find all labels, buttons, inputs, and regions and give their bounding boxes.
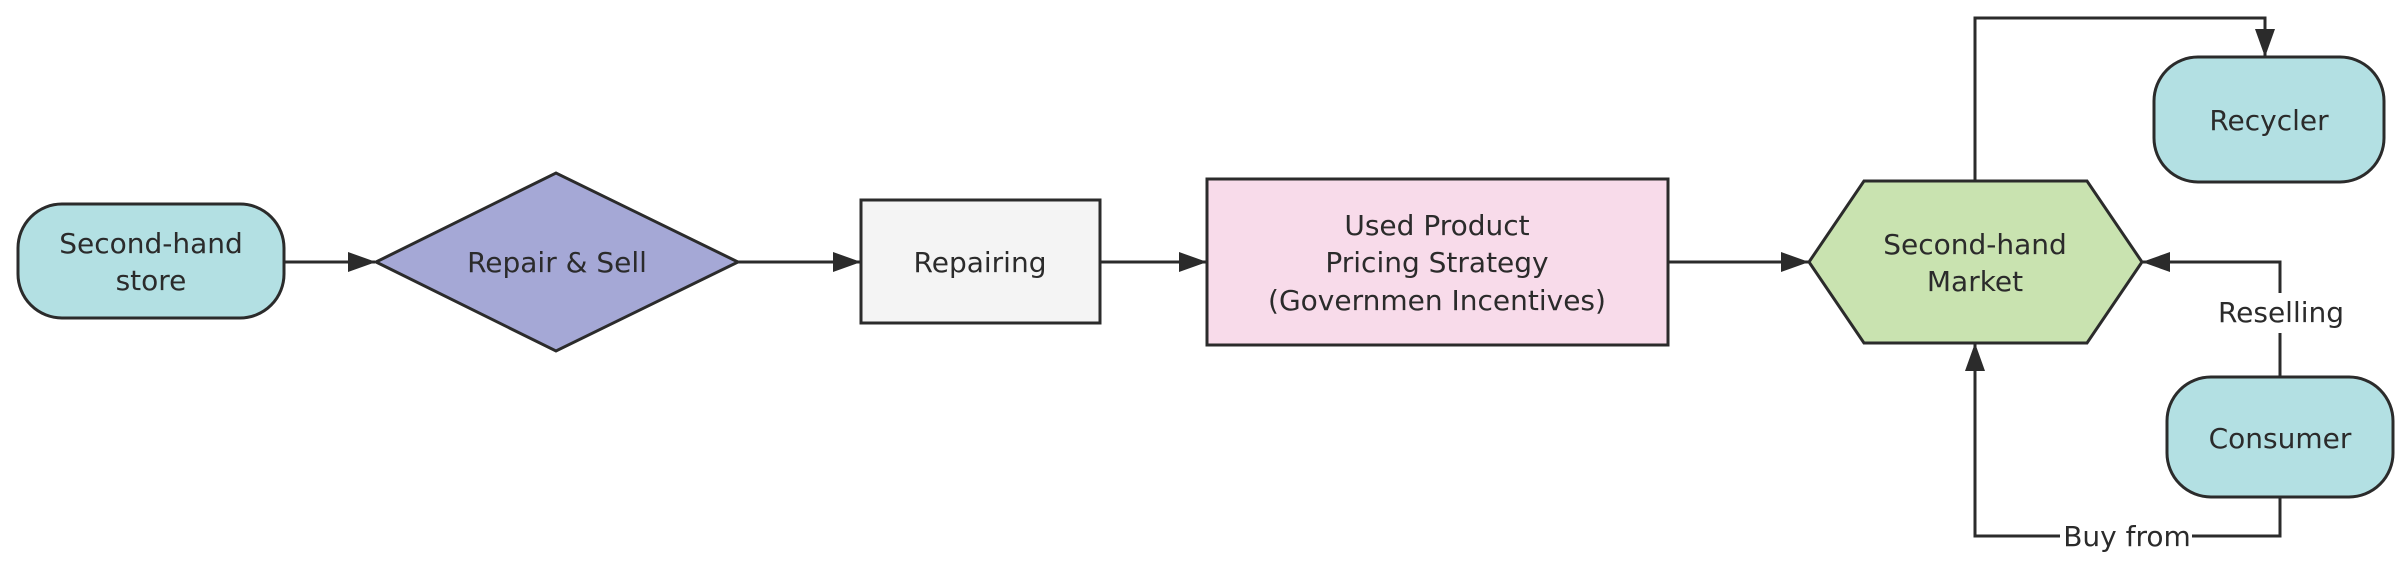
node-consumer: Consumer [2165,375,2395,499]
repair-and-sell-label: Repair & Sell [467,246,647,279]
second-hand-store-label-line2: store [116,264,187,297]
edge-consumer-reselling-to-market [2142,252,2282,376]
edge-market-to-recycler [1973,16,2275,180]
node-second-hand-store: Second-hand store [16,202,286,320]
second-hand-store-label-line1: Second-hand [59,227,243,260]
consumer-shape [2165,375,2395,499]
node-repair-and-sell: Repair & Sell [372,171,742,353]
node-pricing-strategy: Used Product Pricing Strategy (Governmen… [1205,177,1670,347]
reselling-label-bg [2210,293,2352,333]
pricing-strategy-label-line1: Used Product [1344,209,1529,242]
buy-from-label-bg [2060,518,2192,556]
repairing-shape [859,198,1102,325]
second-hand-market-shape [1807,179,2144,345]
repairing-label: Repairing [914,246,1047,279]
pricing-strategy-label-line2: Pricing Strategy [1325,246,1548,279]
node-recycler: Recycler [2152,55,2386,184]
recycler-shape [2152,55,2386,184]
buy-from-label: Buy from [2063,520,2191,553]
pricing-strategy-label-line3: (Governmen Incentives) [1268,284,1606,317]
pricing-strategy-shape [1205,177,1670,347]
recycler-label: Recycler [2209,104,2329,137]
second-hand-store-shape [16,202,286,320]
second-hand-market-label-line1: Second-hand [1883,228,2067,261]
consumer-label: Consumer [2209,422,2352,455]
second-hand-market-label-line2: Market [1927,265,2023,298]
node-second-hand-market: Second-hand Market [1807,179,2144,345]
node-repairing: Repairing [859,198,1102,325]
reselling-label: Reselling [2218,296,2344,329]
repair-and-sell-shape [372,171,742,353]
